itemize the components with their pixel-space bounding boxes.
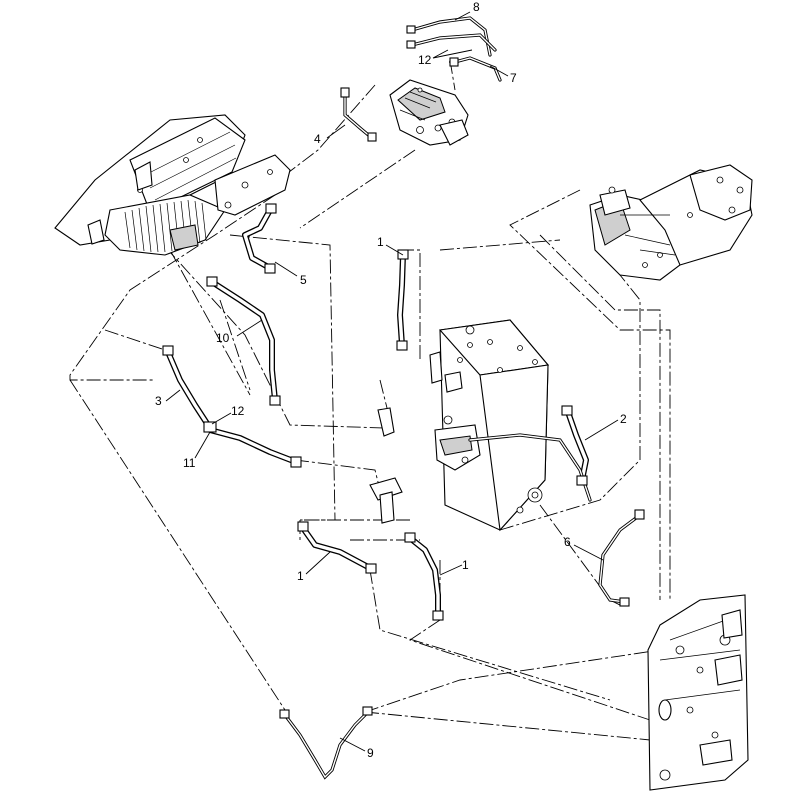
oil-cooler-assembly — [54, 114, 291, 256]
hose-10 — [209, 279, 278, 403]
callout-10: 10 — [216, 331, 230, 345]
callout-4: 4 — [314, 132, 321, 146]
hose-5 — [242, 207, 273, 271]
callout-1-lower-left: 1 — [297, 569, 304, 583]
leader-lines — [165, 11, 619, 752]
callout-1-lower-right: 1 — [462, 558, 469, 572]
hose-1-lower-right — [407, 535, 441, 618]
hose-11 — [207, 427, 299, 465]
chassis-side-plate — [647, 594, 749, 791]
hose-1-upper — [397, 252, 406, 348]
cooler-fins — [124, 199, 207, 253]
callout-7: 7 — [510, 71, 517, 85]
callout-3: 3 — [155, 394, 162, 408]
hose-7 — [453, 56, 502, 82]
callout-12-lower: 12 — [231, 404, 245, 418]
hose-6 — [598, 513, 642, 604]
hose-4 — [343, 93, 374, 140]
callout-5: 5 — [300, 273, 307, 287]
tee-fittings — [369, 407, 403, 524]
callout-labels: 8 12 7 4 5 1 10 3 12 11 2 6 1 1 9 — [155, 0, 627, 760]
control-valve-block — [389, 59, 469, 146]
hose-end-fittings — [162, 25, 645, 719]
callout-11: 11 — [183, 456, 196, 470]
hose-9 — [283, 710, 370, 780]
callout-12-upper: 12 — [418, 53, 432, 67]
hose-3 — [165, 349, 211, 428]
hydraulic-pump-assembly — [589, 164, 753, 281]
callout-2: 2 — [620, 412, 627, 426]
callout-9: 9 — [367, 746, 374, 760]
hose-8 — [410, 16, 497, 57]
hose-2 — [565, 409, 589, 483]
callout-6: 6 — [564, 535, 571, 549]
hydraulic-tank — [429, 319, 550, 532]
callout-1-upper: 1 — [377, 235, 384, 249]
callout-8: 8 — [473, 0, 480, 14]
hose-1-lower-left — [300, 525, 373, 571]
